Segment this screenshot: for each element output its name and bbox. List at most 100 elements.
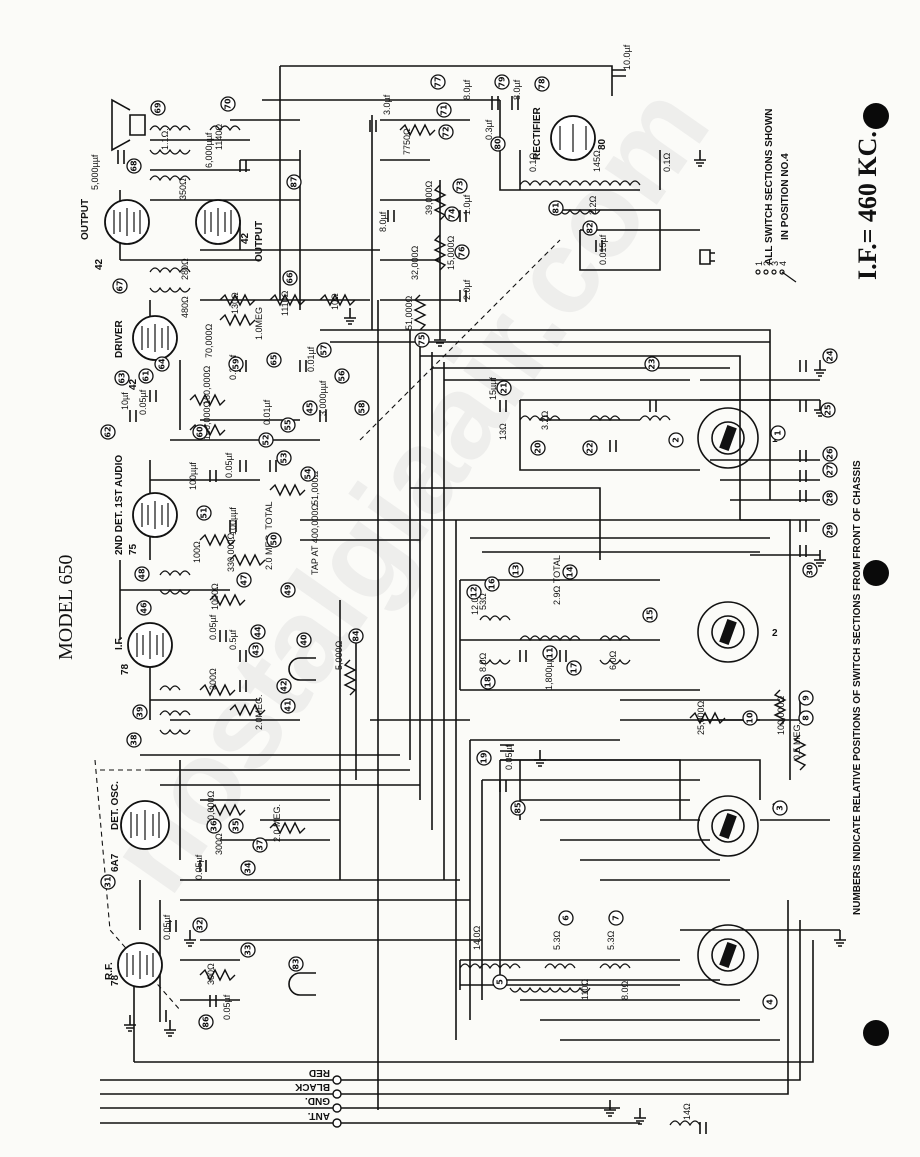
callout-number: 18	[484, 676, 493, 688]
callout-42: 42	[276, 678, 292, 694]
svg-text:OUTPUT: OUTPUT	[254, 221, 265, 262]
callout-number: 7	[612, 915, 621, 921]
svg-text:6,000µµf: 6,000µµf	[204, 132, 214, 168]
callout-number: 59	[232, 358, 241, 370]
svg-text:6.0Ω: 6.0Ω	[608, 650, 618, 670]
callout-number: 25	[824, 404, 833, 416]
callout-50: 50	[266, 532, 282, 548]
callout-54: 54	[300, 466, 316, 482]
binder-hole-bottom	[863, 1020, 889, 1046]
callout-30: 30	[802, 562, 818, 578]
svg-text:0.5µf: 0.5µf	[228, 629, 238, 650]
svg-text:3: 3	[770, 261, 780, 266]
svg-text:6A7: 6A7	[110, 853, 121, 872]
svg-text:TAP AT 400,000Ω: TAP AT 400,000Ω	[310, 504, 320, 575]
callout-9: 9	[798, 690, 814, 706]
callout-8: 8	[798, 710, 814, 726]
callout-number: 35	[232, 820, 241, 832]
callout-21: 21	[496, 380, 512, 396]
callout-86: 86	[198, 1014, 214, 1030]
callout-number: 33	[244, 944, 253, 955]
binder-hole-top	[863, 103, 889, 129]
svg-text:50,000Ω: 50,000Ω	[206, 790, 216, 825]
tube-driver: DRIVER 42	[114, 315, 178, 390]
svg-text:8.0µf: 8.0µf	[512, 79, 522, 100]
svg-text:1.0µf: 1.0µf	[462, 194, 472, 215]
callout-number: 48	[138, 568, 147, 580]
svg-text:8.0µf: 8.0µf	[378, 211, 388, 232]
callout-number: 56	[338, 370, 347, 382]
svg-text:0.05µf: 0.05µf	[222, 994, 232, 1020]
callout-4: 4	[762, 994, 778, 1010]
callout-25: 25	[820, 402, 836, 418]
svg-text:3.0µf: 3.0µf	[382, 94, 392, 115]
resistors	[189, 123, 807, 982]
callout-number: 23	[648, 358, 657, 369]
callout-68: 68	[126, 158, 142, 174]
callout-number: 37	[256, 839, 265, 850]
callout-number: 4	[766, 999, 775, 1005]
callout-73: 73	[452, 178, 468, 194]
svg-text:15,000Ω: 15,000Ω	[446, 235, 456, 270]
callout-number: 38	[130, 734, 139, 746]
svg-text:480Ω: 480Ω	[180, 296, 190, 318]
callout-36: 36	[206, 818, 222, 834]
callout-number: 29	[826, 524, 835, 536]
callout-number: 2	[672, 437, 681, 443]
switch-section-3: 3	[697, 795, 778, 857]
callout-number: 71	[440, 104, 449, 116]
switch-positions-note: NUMBERS INDICATE RELATIVE POSITIONS OF S…	[852, 460, 863, 915]
callout-18: 18	[480, 674, 496, 690]
svg-text:8.0Ω: 8.0Ω	[620, 980, 630, 1000]
callout-45: 45	[302, 400, 318, 416]
callout-13: 13	[508, 562, 524, 578]
callout-number: 34	[244, 862, 253, 874]
svg-text:70,000Ω: 70,000Ω	[204, 323, 214, 358]
capacitors	[117, 69, 807, 1134]
svg-text:32,000Ω: 32,000Ω	[410, 245, 420, 280]
tube-rectifier: RECTIFIER 80	[532, 106, 608, 161]
callout-number: 40	[300, 634, 309, 646]
callout-24: 24	[822, 348, 838, 364]
callout-number: 66	[286, 272, 295, 284]
tube-if: I.F. 78	[114, 622, 173, 675]
callout-number: 76	[458, 246, 467, 258]
dial-lamp-icon	[288, 657, 316, 996]
callout-number: 17	[570, 662, 579, 673]
svg-text:25,000Ω: 25,000Ω	[696, 700, 706, 735]
callout-number: 47	[240, 574, 249, 585]
callout-14: 14	[562, 564, 578, 580]
callout-number: 5	[496, 979, 505, 985]
callout-number: 19	[480, 752, 489, 764]
callout-number: 10	[746, 712, 755, 724]
callout-number: 3	[776, 805, 785, 811]
svg-text:300Ω: 300Ω	[208, 668, 218, 690]
callout-55: 55	[280, 417, 296, 433]
callout-number: 41	[284, 700, 293, 712]
callout-number: 26	[826, 448, 835, 460]
callout-number: 15	[646, 609, 655, 621]
callout-77: 77	[430, 74, 446, 90]
callout-number: 60	[196, 426, 205, 438]
callout-31: 31	[100, 874, 116, 890]
svg-text:51,000Ω: 51,000Ω	[310, 470, 320, 505]
svg-text:100Ω: 100Ω	[192, 541, 202, 563]
svg-text:0.01µf: 0.01µf	[262, 399, 272, 425]
svg-text:1000Ω: 1000Ω	[210, 583, 220, 610]
callout-number: 20	[534, 442, 543, 454]
callout-number: 45	[306, 402, 315, 414]
callout-57: 57	[316, 342, 332, 358]
svg-text:1.1Ω.: 1.1Ω.	[160, 128, 170, 150]
callout-29: 29	[822, 522, 838, 538]
callout-number: 6	[562, 915, 571, 921]
svg-text:2.2Ω: 2.2Ω	[588, 195, 598, 215]
svg-text:15µµf: 15µµf	[488, 377, 498, 400]
svg-text:10Ω: 10Ω	[330, 293, 340, 310]
callout-83: 83	[288, 956, 304, 972]
callout-59: 59	[228, 356, 244, 372]
callout-20: 20	[530, 440, 546, 456]
svg-text:5.3Ω: 5.3Ω	[606, 930, 616, 950]
svg-text:1110Ω: 1110Ω	[280, 290, 290, 316]
svg-text:350Ω: 350Ω	[178, 178, 188, 200]
